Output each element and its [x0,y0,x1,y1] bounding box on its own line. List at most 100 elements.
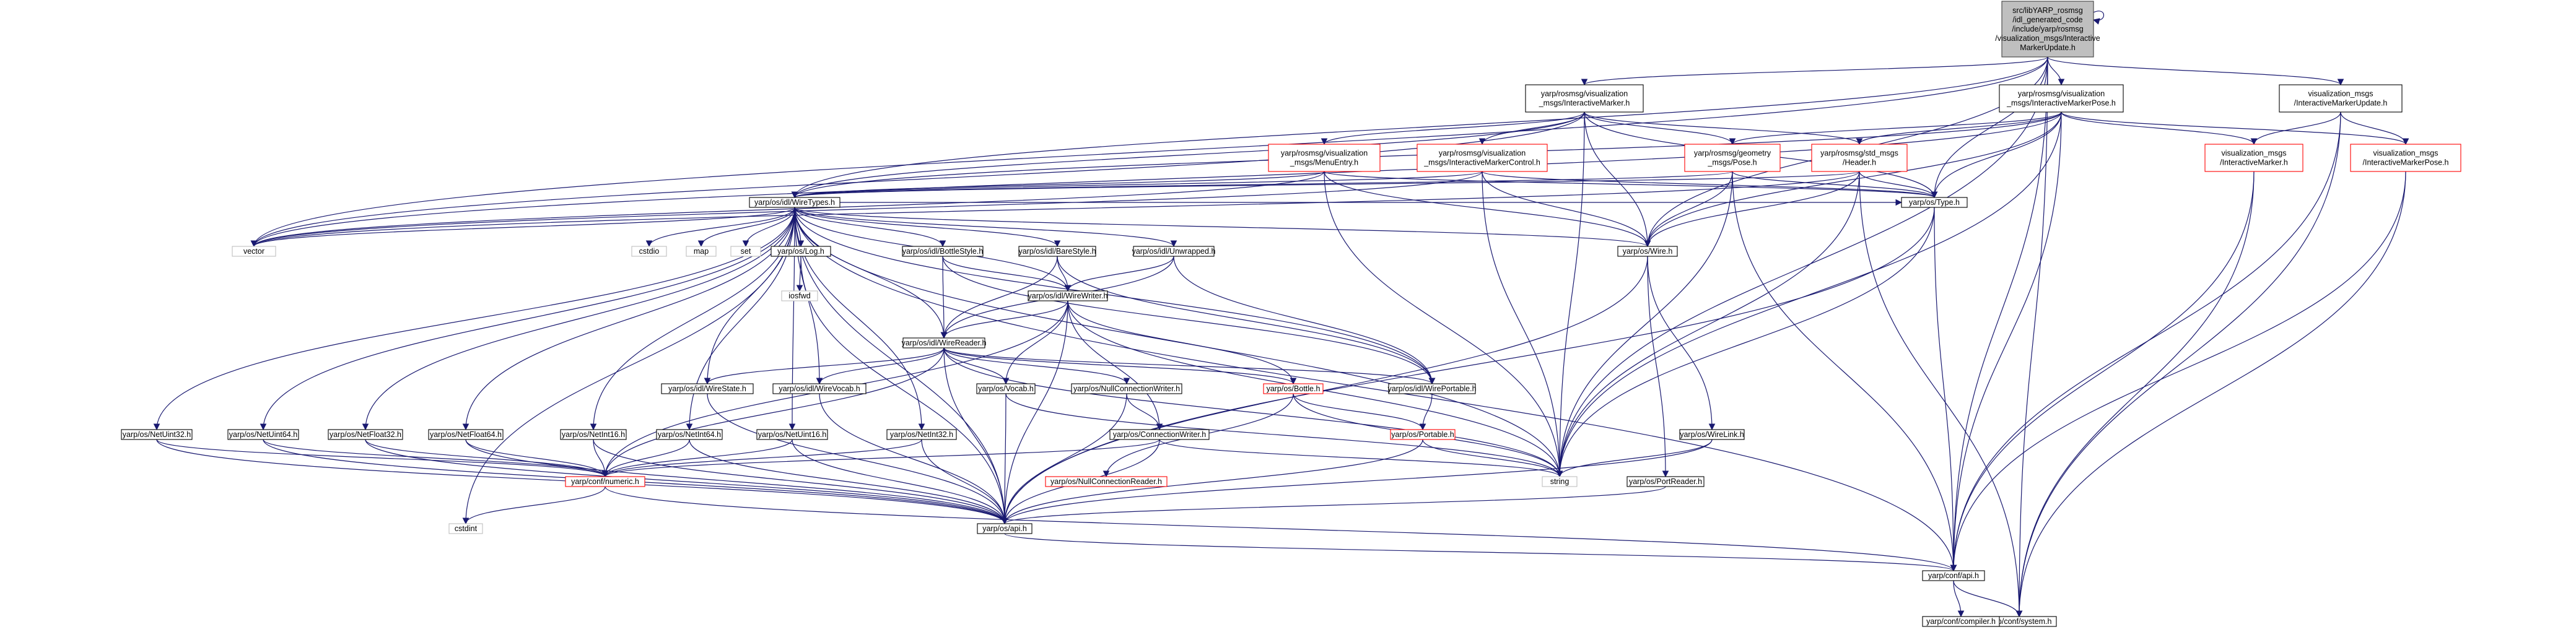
node-wirevocab[interactable]: yarp/os/idl/WireVocab.h [772,383,867,394]
edge-im-to-wiretypes [791,111,1585,199]
node-netuint64[interactable]: yarp/os/NetUint64.h [227,429,299,440]
node-label-line: /include/yarp/rosmsg [2012,25,2083,33]
node-nullconnwriter[interactable]: yarp/os/NullConnectionWriter.h [1071,383,1182,394]
node-wirewriter[interactable]: yarp/os/idl/WireWriter.h [1028,290,1108,301]
node-vm_imp[interactable]: visualization_msgs/InteractiveMarkerPose… [2350,144,2461,172]
node-connwriter[interactable]: yarp/os/ConnectionWriter.h [1109,429,1210,440]
node-log[interactable]: yarp/os/Log.h [771,246,831,257]
node-netint16[interactable]: yarp/os/NetInt16.h [560,429,627,440]
node-root[interactable]: src/libYARP_rosmsg/idl_generated_code/in… [1995,1,2100,58]
node-box [1525,84,1644,113]
node-osapi[interactable]: yarp/os/api.h [977,523,1033,534]
node-netfloat32[interactable]: yarp/os/NetFloat32.h [328,429,403,440]
graph-nodes: src/libYARP_rosmsg/idl_generated_code/in… [121,1,2461,627]
edge-vm_im-to-confsystem [2015,171,2255,618]
node-portable[interactable]: yarp/os/Portable.h [1390,429,1456,440]
edge-menuentry-to-type [1324,171,1937,199]
node-map[interactable]: map [686,246,717,257]
node-box [1045,476,1168,487]
node-box [232,246,276,257]
node-imcontrol[interactable]: yarp/rosmsg/visualization_msgs/Interacti… [1417,144,1548,172]
node-vector[interactable]: vector [232,246,276,257]
node-wireportable[interactable]: yarp/os/idl/WirePortable.h [1387,383,1477,394]
node-label-line: set [741,247,751,256]
node-cstdint[interactable]: cstdint [448,523,483,534]
edge-wirereader-to-wirevocab [816,347,945,385]
node-netfloat64[interactable]: yarp/os/NetFloat64.h [428,429,504,440]
edge-wiretypes-to-set [742,207,795,248]
node-geompose[interactable]: yarp/rosmsg/geometry_msgs/Pose.h [1684,144,1781,172]
node-wiretypes[interactable]: yarp/os/idl/WireTypes.h [749,197,840,208]
node-netint32[interactable]: yarp/os/NetInt32.h [886,429,957,440]
node-wire[interactable]: yarp/os/Wire.h [1617,246,1678,257]
edge-geompose-to-type [1732,171,1938,199]
edge-wiretypes-to-unwrapped [794,207,1177,248]
node-vm_imu[interactable]: visualization_msgs/InteractiveMarkerUpda… [2279,84,2403,113]
node-confsystem[interactable]: yarp/conf/system.h [1981,616,2057,627]
node-wirereader[interactable]: yarp/os/idl/WireReader.h [902,337,987,348]
node-label-line: yarp/os/NetUint32.h [123,430,191,439]
edge-netint64-to-numeric [601,439,690,478]
node-numeric[interactable]: yarp/conf/numeric.h [565,476,645,487]
edge-imp-to-wire [1644,111,2062,248]
node-vocab[interactable]: yarp/os/Vocab.h [976,383,1036,394]
node-set[interactable]: set [730,246,761,257]
node-imp[interactable]: yarp/rosmsg/visualization_msgs/Interacti… [1999,84,2124,113]
node-label-line: yarp/os/idl/WireState.h [668,384,746,393]
edge-wireportable-to-portable [1419,393,1433,431]
edge-vm_imp-to-confsystem [2015,171,2406,618]
node-iosfwd[interactable]: iosfwd [781,290,818,301]
edge-vm_imu-to-vm_imp [2340,111,2409,145]
node-box [781,290,818,301]
edge-connwriter-to-string [1159,439,1563,478]
node-box [977,523,1033,534]
node-portreader[interactable]: yarp/os/PortReader.h [1626,476,1705,487]
edge-wirereader-to-nullconnwriter [943,347,1130,385]
node-bottle[interactable]: yarp/os/Bottle.h [1263,383,1324,394]
node-im[interactable]: yarp/rosmsg/visualization_msgs/Interacti… [1525,84,1644,113]
edge-bottle-to-portable [1293,393,1426,431]
node-label-line: yarp/os/idl/WireReader.h [902,339,987,347]
node-header[interactable]: yarp/rosmsg/std_msgs/Header.h [1811,144,1908,172]
node-barestyle[interactable]: yarp/os/idl/BareStyle.h [1018,246,1096,257]
node-wirelink[interactable]: yarp/os/WireLink.h [1679,429,1745,440]
node-box [2204,144,2303,172]
node-label-line: _msgs/MenuEntry.h [1290,158,1358,167]
node-string[interactable]: string [1542,476,1578,487]
node-bottlestyle[interactable]: yarp/os/idl/BottleStyle.h [902,246,984,257]
node-label-line: yarp/rosmsg/visualization [1541,90,1628,98]
node-box [560,429,627,440]
node-box [886,429,957,440]
node-label-line: yarp/conf/compiler.h [1926,617,1996,626]
edge-numeric-to-cstdint [462,486,606,525]
node-confcompiler[interactable]: yarp/conf/compiler.h [1922,616,2000,627]
node-label-line: _msgs/InteractiveMarker.h [1539,99,1630,108]
node-label-line: yarp/os/ConnectionWriter.h [1113,430,1207,439]
node-unwrapped[interactable]: yarp/os/idl/Unwrapped.h [1132,246,1216,257]
edge-wiretypes-to-wirereader [794,207,948,339]
edge-wiretypes-to-netint16 [590,207,795,431]
node-netuint16[interactable]: yarp/os/NetUint16.h [756,429,828,440]
node-wirestate[interactable]: yarp/os/idl/WireState.h [661,383,754,394]
edge-wire-to-osapi [1001,256,1648,525]
node-box [1999,84,2124,113]
node-netuint32[interactable]: yarp/os/NetUint32.h [121,429,193,440]
edge-confapi-to-confcompiler [1953,580,1965,618]
edge-im-to-vector [250,111,1585,248]
node-cstdio[interactable]: cstdio [631,246,667,257]
node-confapi[interactable]: yarp/conf/api.h [1922,570,1985,581]
node-nullconnreader[interactable]: yarp/os/NullConnectionReader.h [1045,476,1168,487]
node-box [902,337,985,348]
node-box [749,197,840,208]
node-box [1390,429,1456,440]
edge-imcontrol-to-string [1482,171,1563,478]
node-type[interactable]: yarp/os/Type.h [1901,197,1968,208]
edge-netuint16-to-osapi [792,439,1008,525]
node-vm_im[interactable]: visualization_msgs/InteractiveMarker.h [2204,144,2303,172]
node-label-line: yarp/conf/numeric.h [571,477,639,486]
node-menuentry[interactable]: yarp/rosmsg/visualization_msgs/MenuEntry… [1268,144,1381,172]
node-label-line: yarp/os/WireLink.h [1680,430,1744,439]
edge-wiretypes-to-cstdint [462,207,795,525]
node-netint64[interactable]: yarp/os/NetInt64.h [656,429,723,440]
node-label-line: yarp/os/idl/WirePortable.h [1387,384,1476,393]
